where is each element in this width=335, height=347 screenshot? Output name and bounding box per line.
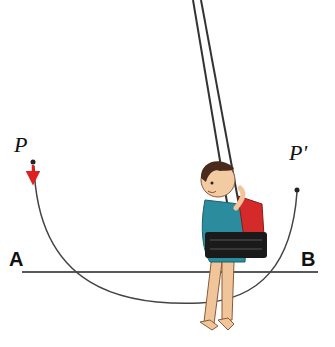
- child-figure: [200, 161, 267, 330]
- point-dot: [295, 188, 300, 193]
- rope: [201, 0, 244, 232]
- point-label: P': [289, 142, 307, 164]
- end-label: A: [9, 249, 23, 269]
- point-label: P: [14, 134, 27, 156]
- end-label: B: [301, 249, 315, 269]
- level-line: [22, 271, 318, 273]
- point-dot: [31, 160, 36, 165]
- velocity-arrow: [32, 165, 35, 178]
- swing-arc: [34, 166, 297, 303]
- rope: [193, 0, 232, 232]
